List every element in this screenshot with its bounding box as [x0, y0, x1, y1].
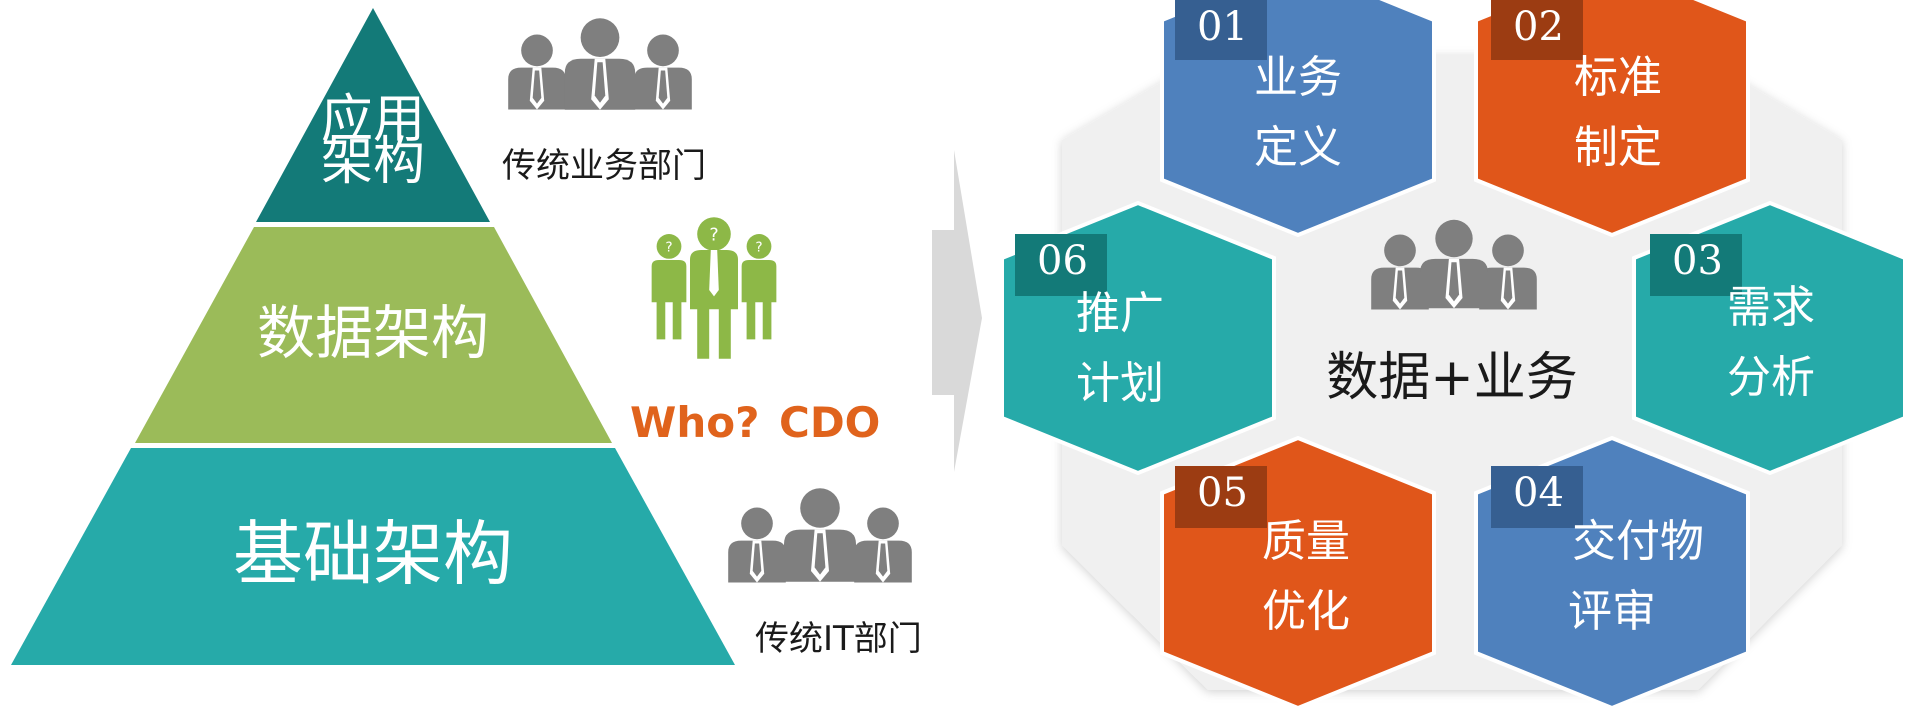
hub-center-label: 数据+业务 — [1326, 348, 1578, 408]
hub-cell-01: 01 业务 定义 — [1160, 0, 1436, 238]
hub-cell-05-number: 05 — [1197, 470, 1248, 516]
hub-cell-06: 06 推广 计划 — [1000, 200, 1276, 476]
hub-cell-02-line1: 标准 — [1574, 52, 1662, 103]
hub-cell-03-line2: 分析 — [1727, 352, 1815, 403]
svg-text:?: ? — [709, 225, 718, 245]
hub-cell-01-line1: 业务 — [1254, 52, 1342, 103]
hub-cell-03-number: 03 — [1672, 238, 1723, 284]
hub-cell-01-number: 01 — [1197, 4, 1248, 50]
business-people-icon — [508, 18, 692, 110]
hub-cell-02-line2: 制定 — [1574, 122, 1662, 173]
hub-cell-02-number: 02 — [1513, 4, 1564, 50]
hub-cell-05: 05 质量 优化 — [1160, 435, 1436, 706]
who-label: Who? — [630, 398, 759, 447]
business-dept-label: 传统业务部门 — [502, 146, 706, 186]
hub-cell-05-line1: 质量 — [1262, 516, 1350, 567]
pyramid-top-label-line1: 应用 — [321, 90, 425, 150]
question-person-right-icon: ? — [741, 234, 777, 340]
svg-text:?: ? — [755, 239, 762, 255]
hub-cell-06-line2: 计划 — [1076, 358, 1164, 409]
hub-cell-06-line1: 推广 — [1076, 288, 1164, 339]
hub-cell-03: 03 需求 分析 — [1632, 200, 1905, 476]
pyramid-top-tier — [256, 8, 490, 222]
pyramid: 应用 架构 数据架构 基础架构 — [11, 8, 735, 665]
hub-cell-04-line1: 交付物 — [1572, 516, 1704, 567]
hub-cell-04-line2: 评审 — [1568, 586, 1656, 637]
hub-cell-03-line1: 需求 — [1727, 282, 1815, 333]
it-dept-label: 传统IT部门 — [755, 619, 922, 659]
hub-cell-01-line2: 定义 — [1254, 122, 1342, 173]
cdo-people-icon: ? ? ? — [651, 217, 777, 359]
hub-cell-04-number: 04 — [1513, 470, 1564, 516]
pyramid-top-label-line2: 架构 — [321, 132, 425, 192]
question-person-left-icon: ? — [651, 234, 687, 340]
pyramid-bottom-label: 基础架构 — [233, 513, 513, 595]
hub-cell-05-line2: 优化 — [1262, 586, 1350, 637]
cdo-label: CDO — [779, 398, 880, 447]
svg-text:?: ? — [665, 239, 672, 255]
hub-diagram: 数据+业务 01 业务 定义 02 标准 制定 06 推广 计划 — [1000, 0, 1905, 706]
pyramid-middle-label: 数据架构 — [257, 299, 489, 367]
pyramid-bottom-tier — [11, 448, 735, 665]
hub-cell-04: 04 交付物 评审 — [1474, 435, 1750, 706]
it-people-icon — [728, 488, 912, 583]
hub-cell-02: 02 标准 制定 — [1474, 0, 1750, 238]
hub-cell-06-number: 06 — [1037, 238, 1088, 284]
pyramid-middle-tier — [135, 227, 612, 443]
question-person-center-icon: ? — [690, 217, 738, 359]
right-arrow-icon — [932, 150, 982, 472]
